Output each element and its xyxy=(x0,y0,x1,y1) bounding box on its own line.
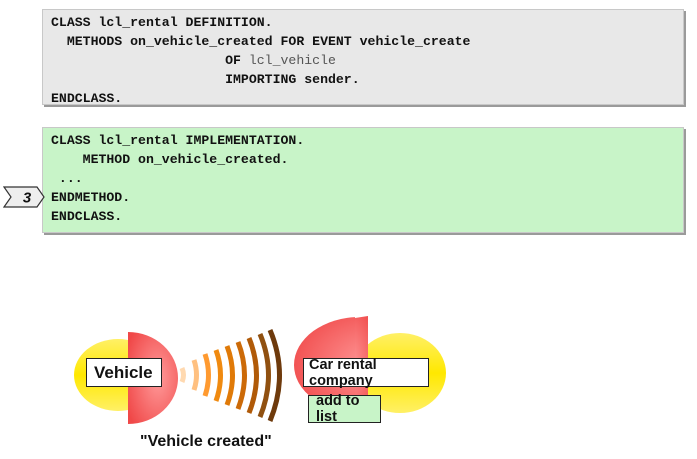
car-rental-company-label: Car rental company xyxy=(303,357,429,389)
of-class-name: lcl_vehicle xyxy=(248,53,336,68)
code-text: OF xyxy=(51,53,249,68)
code-line: METHOD on_vehicle_created. xyxy=(51,152,289,167)
event-name-label: "Vehicle created" xyxy=(140,433,272,450)
code-line: IMPORTING sender. xyxy=(51,72,360,87)
code-line: ENDCLASS. xyxy=(51,91,123,106)
event-signal-waves-icon xyxy=(179,329,282,422)
definition-code-block: CLASS lcl_rental DEFINITION. METHODS on_… xyxy=(42,9,684,106)
step-number: 3 xyxy=(23,190,32,207)
code-line: METHODS on_vehicle_created FOR EVENT veh… xyxy=(51,34,471,49)
code-line: CLASS lcl_rental DEFINITION. xyxy=(51,15,273,30)
add-to-list-label: add to list xyxy=(308,393,381,425)
code-line: ... xyxy=(51,171,83,186)
implementation-code-block: CLASS lcl_rental IMPLEMENTATION. METHOD … xyxy=(42,127,684,233)
code-line: ENDMETHOD. xyxy=(51,190,131,205)
step-callout-marker: 3 xyxy=(3,186,45,208)
code-line: CLASS lcl_rental IMPLEMENTATION. xyxy=(51,133,305,148)
vehicle-label: Vehicle xyxy=(86,358,162,387)
code-line: OF lcl_vehicle xyxy=(51,51,683,70)
code-line: ENDCLASS. xyxy=(51,209,123,224)
